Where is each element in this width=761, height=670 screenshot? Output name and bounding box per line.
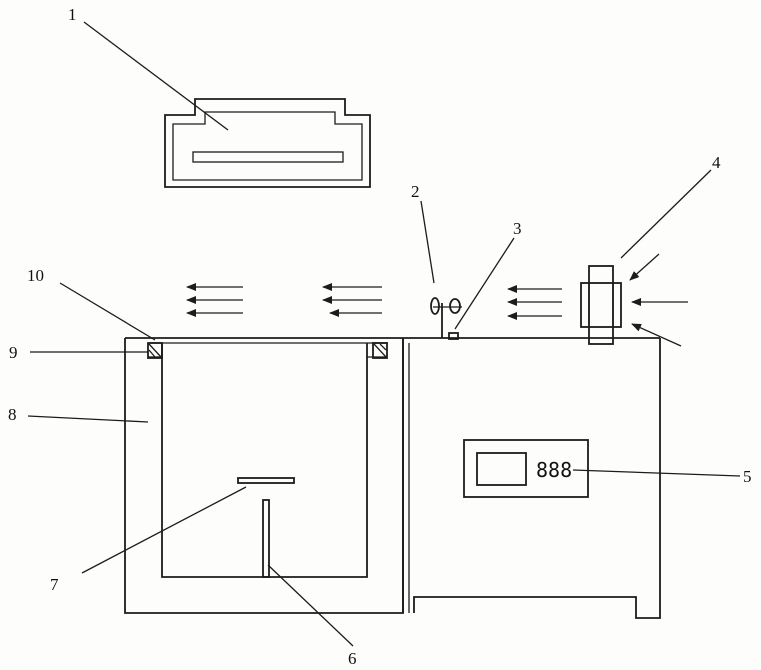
label-8: 8 [8,405,17,424]
label-9: 9 [9,343,18,362]
label-2: 2 [411,182,420,201]
label-5: 5 [743,467,752,486]
anemometer [430,297,462,338]
stirring-plate [237,477,295,484]
digital-readout: 888 [536,458,572,482]
label-1: 1 [68,5,77,24]
label-10: 10 [27,266,44,285]
inner-tank [148,343,387,578]
control-panel: 888 [463,439,589,498]
label-3: 3 [513,219,522,238]
part-labels: 1 2 3 4 5 6 7 8 9 10 [8,5,752,668]
leader-lines [27,21,741,647]
label-6: 6 [348,649,357,668]
fan-unit [580,265,622,345]
airflow-arrows [186,253,688,347]
seal-ring [147,342,388,359]
label-4: 4 [712,153,721,172]
label-7: 7 [50,575,59,594]
support-rod [262,499,270,578]
sensor [448,332,459,340]
main-housing [124,337,661,619]
lid-component [164,98,371,188]
